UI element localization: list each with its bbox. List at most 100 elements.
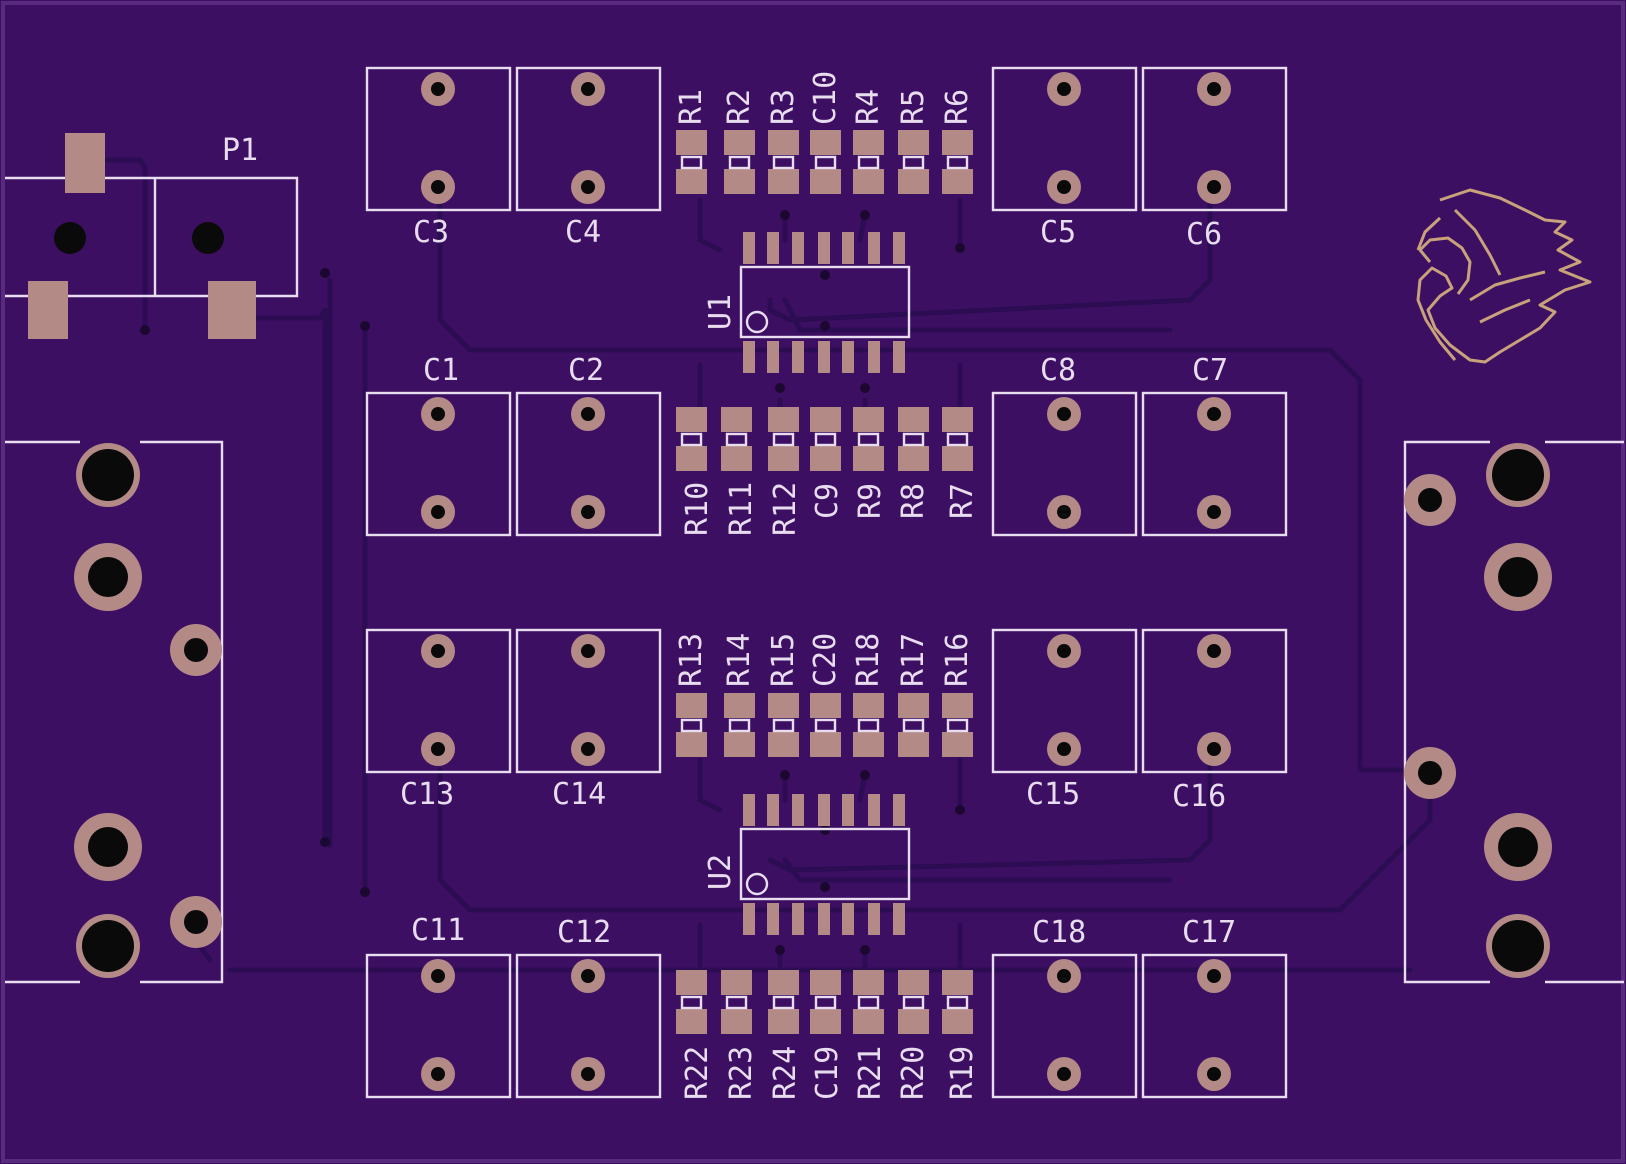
label-r11: R11	[724, 482, 759, 536]
label-r23: R23	[724, 1046, 759, 1100]
capacitor-c5: C5	[991, 66, 1138, 250]
phoenix-logo	[1416, 188, 1592, 364]
label-c3: C3	[413, 215, 449, 250]
label-r2: R2	[722, 89, 757, 125]
label-c15: C15	[1026, 777, 1080, 812]
capacitor-c9: C9	[810, 407, 845, 519]
resistor-r18: R18	[851, 633, 886, 757]
resistor-r20: R20	[896, 970, 931, 1100]
label-r3: R3	[766, 89, 801, 125]
label-c19: C19	[810, 1046, 845, 1100]
ic-u2: U2	[703, 794, 911, 935]
resistor-r15: R15	[766, 633, 801, 757]
label-c8: C8	[1040, 353, 1076, 388]
label-r14: R14	[722, 633, 757, 687]
label-r5: R5	[896, 89, 931, 125]
resistor-r24: R24	[768, 970, 803, 1100]
ic-u1: U1	[703, 232, 911, 373]
capacitor-c13: C13	[365, 628, 512, 812]
resistor-r22: R22	[676, 970, 715, 1100]
label-c10: C10	[808, 71, 843, 125]
label-c16: C16	[1172, 779, 1226, 814]
capacitor-c16: C16	[1141, 628, 1288, 814]
label-r9: R9	[853, 483, 888, 519]
vias	[140, 210, 965, 955]
smd-row-3: R13 R14 R15 C20 R18 R17 R16	[674, 633, 975, 757]
label-u2: U2	[703, 854, 738, 890]
label-r17: R17	[896, 633, 931, 687]
label-r13: R13	[674, 633, 709, 687]
resistor-r19: R19	[942, 970, 980, 1100]
capacitor-c20: C20	[808, 633, 843, 757]
label-c12: C12	[557, 915, 611, 950]
resistor-r17: R17	[896, 633, 931, 757]
label-c9: C9	[810, 483, 845, 519]
label-r15: R15	[766, 633, 801, 687]
capacitor-c17: C17	[1141, 915, 1288, 1099]
resistor-r3: R3	[766, 89, 801, 194]
capacitor-c6: C6	[1141, 66, 1288, 252]
resistor-r11: R11	[721, 407, 759, 536]
label-r1: R1	[674, 89, 709, 125]
label-r22: R22	[680, 1046, 715, 1100]
label-c13: C13	[400, 777, 454, 812]
label-c17: C17	[1182, 915, 1236, 950]
smd-row-4: R22 R23 R24 C19 R21 R20 R19	[676, 970, 980, 1100]
label-r10: R10	[680, 482, 715, 536]
connector-p1: P1	[5, 133, 299, 339]
label-r4: R4	[851, 89, 886, 125]
resistor-r16: R16	[940, 633, 975, 757]
resistor-r7: R7	[942, 407, 980, 519]
label-c1: C1	[423, 353, 459, 388]
label-p1: P1	[222, 133, 258, 168]
smd-row-1: R1 R2 R3 C10 R4 R5 R6	[674, 71, 975, 194]
resistor-r2: R2	[722, 89, 757, 194]
label-c11: C11	[411, 913, 465, 948]
resistor-r5: R5	[896, 89, 931, 194]
resistor-r13: R13	[674, 633, 709, 757]
label-r18: R18	[851, 633, 886, 687]
smd-row-2: R10 R11 R12 C9 R9 R8 R7	[676, 407, 980, 536]
resistor-r14: R14	[722, 633, 757, 757]
label-r7: R7	[945, 483, 980, 519]
resistor-r1: R1	[674, 89, 709, 194]
label-r8: R8	[896, 483, 931, 519]
label-c7: C7	[1192, 353, 1228, 388]
capacitor-c10: C10	[808, 71, 843, 194]
audio-jack-left	[5, 440, 224, 984]
capacitor-c1: C1	[365, 353, 512, 537]
label-c6: C6	[1186, 217, 1222, 252]
capacitor-c11: C11	[365, 913, 512, 1099]
capacitor-c14: C14	[515, 628, 662, 812]
audio-jack-right	[1403, 440, 1624, 984]
resistor-r10: R10	[676, 407, 715, 536]
capacitor-c7: C7	[1141, 353, 1288, 537]
label-r24: R24	[768, 1046, 803, 1100]
resistor-r9: R9	[853, 407, 888, 519]
resistor-r4: R4	[851, 89, 886, 194]
label-c4: C4	[565, 215, 601, 250]
label-c5: C5	[1040, 215, 1076, 250]
label-c18: C18	[1032, 915, 1086, 950]
capacitor-c15: C15	[991, 628, 1138, 812]
resistor-r23: R23	[721, 970, 759, 1100]
resistor-r6: R6	[940, 89, 975, 194]
label-u1: U1	[703, 294, 738, 330]
capacitor-c4: C4	[515, 66, 662, 250]
resistor-r8: R8	[896, 407, 931, 519]
capacitor-c18: C18	[991, 915, 1138, 1099]
label-r21: R21	[853, 1046, 888, 1100]
capacitor-c2: C2	[515, 353, 662, 537]
label-r16: R16	[940, 633, 975, 687]
label-r19: R19	[945, 1046, 980, 1100]
resistor-r21: R21	[853, 970, 888, 1100]
capacitor-c12: C12	[515, 915, 662, 1099]
label-c2: C2	[568, 353, 604, 388]
capacitor-c8: C8	[991, 353, 1138, 537]
resistor-r12: R12	[768, 407, 803, 536]
label-r12: R12	[768, 482, 803, 536]
capacitor-c19: C19	[810, 970, 845, 1100]
label-c20: C20	[808, 633, 843, 687]
